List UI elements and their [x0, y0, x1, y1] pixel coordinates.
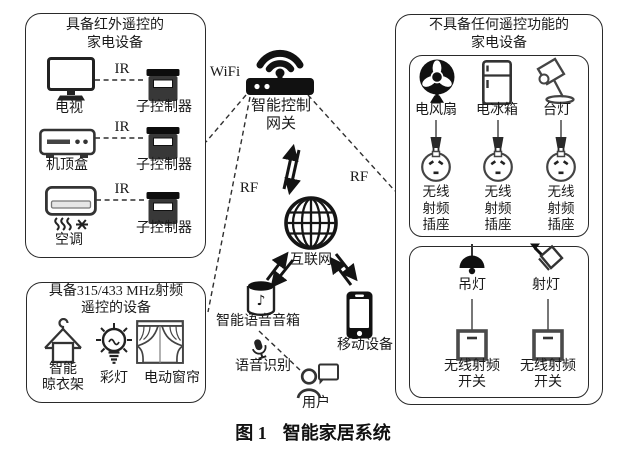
gateway-label-line2: 网关: [265, 116, 297, 132]
clothes-rack-label-line2: 晾衣架: [42, 378, 84, 393]
socket1-line3: 插座: [422, 217, 450, 232]
gateway-label: 智能控制 网关: [251, 97, 311, 133]
ir-label-2: IR: [114, 119, 130, 135]
desk-lamp-label: 台灯: [543, 103, 571, 118]
ir-label-3: IR: [114, 181, 130, 197]
figure-caption: 图 1 智能家居系统: [235, 419, 391, 445]
gateway-label-line1: 智能控制: [250, 98, 312, 114]
ir-devices-box: [25, 13, 206, 258]
rf-socket-label-2: 无线 射频 插座: [485, 184, 512, 234]
color-light-label: 彩灯: [100, 371, 128, 386]
socket2-line2: 射频: [484, 200, 512, 216]
internet-mobile-arrow-down: [334, 253, 358, 282]
sub-controller-icon-2: [146, 127, 180, 159]
socket1-line1: 无线: [422, 184, 450, 199]
ir-label-1: IR: [114, 61, 130, 77]
figure-caption-title: 智能家居系统: [282, 423, 391, 443]
rf-left-label: RF: [239, 180, 259, 196]
color-light-icon: [96, 323, 132, 364]
air-conditioner-icon: [45, 186, 97, 231]
switch2-line2: 开关: [534, 375, 562, 390]
socket-appliances-box: [409, 55, 589, 237]
electric-fan-icon: [419, 59, 455, 103]
internet-speaker-arrow-down: [270, 259, 295, 289]
set-top-box-label: 机顶盒: [46, 158, 88, 173]
sub-controller-label-3: 子控制器: [136, 221, 192, 236]
rf-socket-icon-1: [421, 120, 451, 182]
socket2-line3: 插座: [484, 217, 512, 232]
internet-globe-icon: [284, 196, 338, 250]
clothes-rack-label-line1: 智能: [49, 362, 77, 377]
ir-box-title-line2: 家电设备: [87, 36, 143, 51]
switch-lamps-box: [409, 246, 589, 398]
set-top-box-icon: [39, 128, 96, 158]
wifi-label: WiFi: [209, 64, 241, 80]
mobile-phone-icon: [346, 291, 373, 339]
clothes-rack-icon: [44, 318, 82, 364]
rf-socket-label-3: 无线 射频 插座: [548, 184, 575, 234]
rf-socket-icon-2: [483, 120, 513, 182]
smart-speaker-icon: ♪: [246, 281, 276, 316]
switch1-line2: 开关: [458, 375, 486, 390]
svg-text:♪: ♪: [257, 293, 266, 309]
rf-switch-icon-2: [532, 329, 564, 361]
internet-mobile-arrow-up: [329, 256, 353, 286]
microphone-icon: [252, 339, 267, 360]
wifi-dashed-link: [205, 94, 247, 143]
pendant-lamp-icon: [459, 244, 485, 275]
rf-box-title-line2: 遥控的设备: [81, 301, 151, 316]
smart-speaker-label: 智能语音音箱: [216, 314, 300, 329]
rf-right-label: RF: [349, 169, 369, 185]
fan-label: 电风扇: [415, 103, 457, 118]
curtain-icon: [136, 320, 184, 364]
fridge-icon: [482, 60, 512, 105]
clothes-rack-label: 智能 晾衣架: [42, 362, 84, 394]
internet-speaker-arrow-up: [265, 251, 289, 281]
ir-box-title-line1: 具备红外遥控的: [66, 18, 164, 33]
wifi-router-icon: [246, 49, 314, 95]
no-remote-title-line2: 家电设备: [471, 36, 527, 51]
no-remote-title-line1: 不具备任何遥控功能的: [429, 18, 569, 33]
speaker-user-dashed-link: [258, 330, 302, 372]
user-icon: [296, 363, 339, 399]
sub-controller-icon-1: [146, 69, 180, 101]
socket3-line3: 插座: [547, 217, 575, 232]
rf-box-title-line1: 具备315/433 MHz射频: [48, 284, 184, 299]
air-conditioner-label: 空调: [55, 233, 83, 248]
rf-switch-icon-1: [456, 329, 488, 361]
rf-devices-box: [26, 282, 206, 403]
sub-controller-label-2: 子控制器: [136, 158, 192, 173]
socket3-line1: 无线: [547, 184, 575, 199]
figure-caption-number: 图 1: [235, 423, 267, 443]
internet-label: 互联网: [290, 253, 332, 268]
sub-controller-label-1: 子控制器: [136, 100, 192, 115]
sub-controller-icon-3: [146, 192, 180, 224]
desk-lamp-icon: [536, 57, 575, 104]
rf-left-dashed-link: [207, 96, 251, 313]
rf-right-dashed-link: [307, 94, 396, 192]
switch1-line1: 无线射频: [444, 359, 500, 374]
spot-lamp-icon: [530, 243, 564, 271]
socket3-line2: 射频: [547, 200, 575, 216]
rf-socket-label-1: 无线 射频 插座: [423, 184, 450, 234]
tv-icon: [47, 57, 95, 101]
pendant-lamp-label: 吊灯: [458, 278, 486, 293]
rf-switch-label-1: 无线射频 开关: [444, 359, 500, 391]
gateway-internet-arrow-down: [284, 149, 301, 196]
switch2-line1: 无线射频: [520, 359, 576, 374]
rf-socket-icon-3: [546, 120, 576, 182]
no-remote-box: [395, 14, 603, 405]
tv-label: 电视: [55, 101, 83, 116]
fridge-label: 电冰箱: [476, 103, 518, 118]
socket2-line1: 无线: [484, 184, 512, 199]
spot-lamp-label: 射灯: [532, 278, 560, 293]
voice-recognition-label: 语音识别: [235, 359, 291, 374]
user-label: 用户: [302, 396, 330, 411]
socket1-line2: 射频: [422, 200, 450, 216]
mobile-device-label: 移动设备: [337, 338, 393, 353]
curtain-label: 电动窗帘: [144, 371, 200, 386]
rf-switch-label-2: 无线射频 开关: [520, 359, 576, 391]
